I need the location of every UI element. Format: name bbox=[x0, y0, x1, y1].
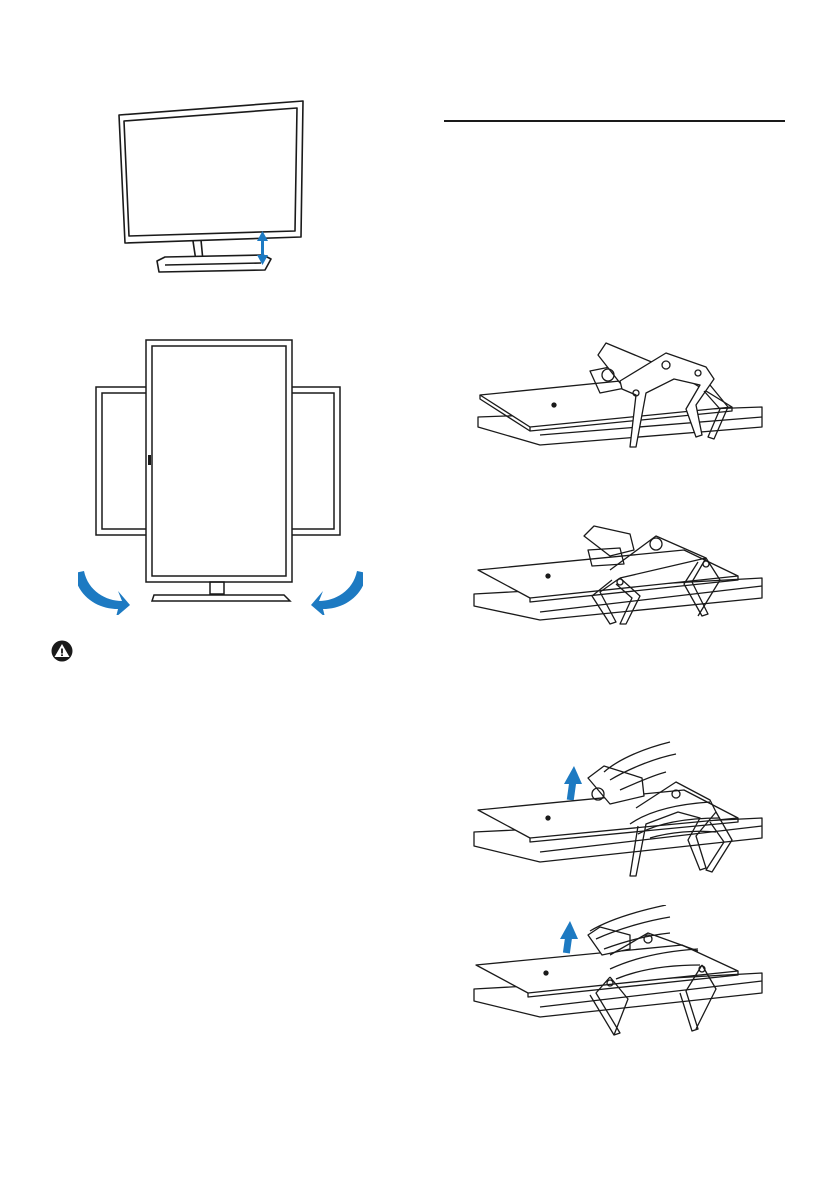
up-arrow-icon bbox=[564, 766, 582, 800]
stand-removal-step-2-illustration bbox=[470, 520, 770, 645]
stand-removal-step-3-illustration bbox=[470, 738, 770, 878]
monitor-pivot-illustration bbox=[78, 335, 363, 615]
monitor-height-adjust-illustration bbox=[105, 95, 305, 285]
stand-removal-step-1-illustration bbox=[470, 335, 770, 455]
up-arrow-icon bbox=[560, 921, 578, 953]
stand-removal-step-4-illustration bbox=[470, 905, 770, 1045]
section-divider bbox=[444, 120, 785, 122]
warning-icon bbox=[51, 640, 73, 662]
